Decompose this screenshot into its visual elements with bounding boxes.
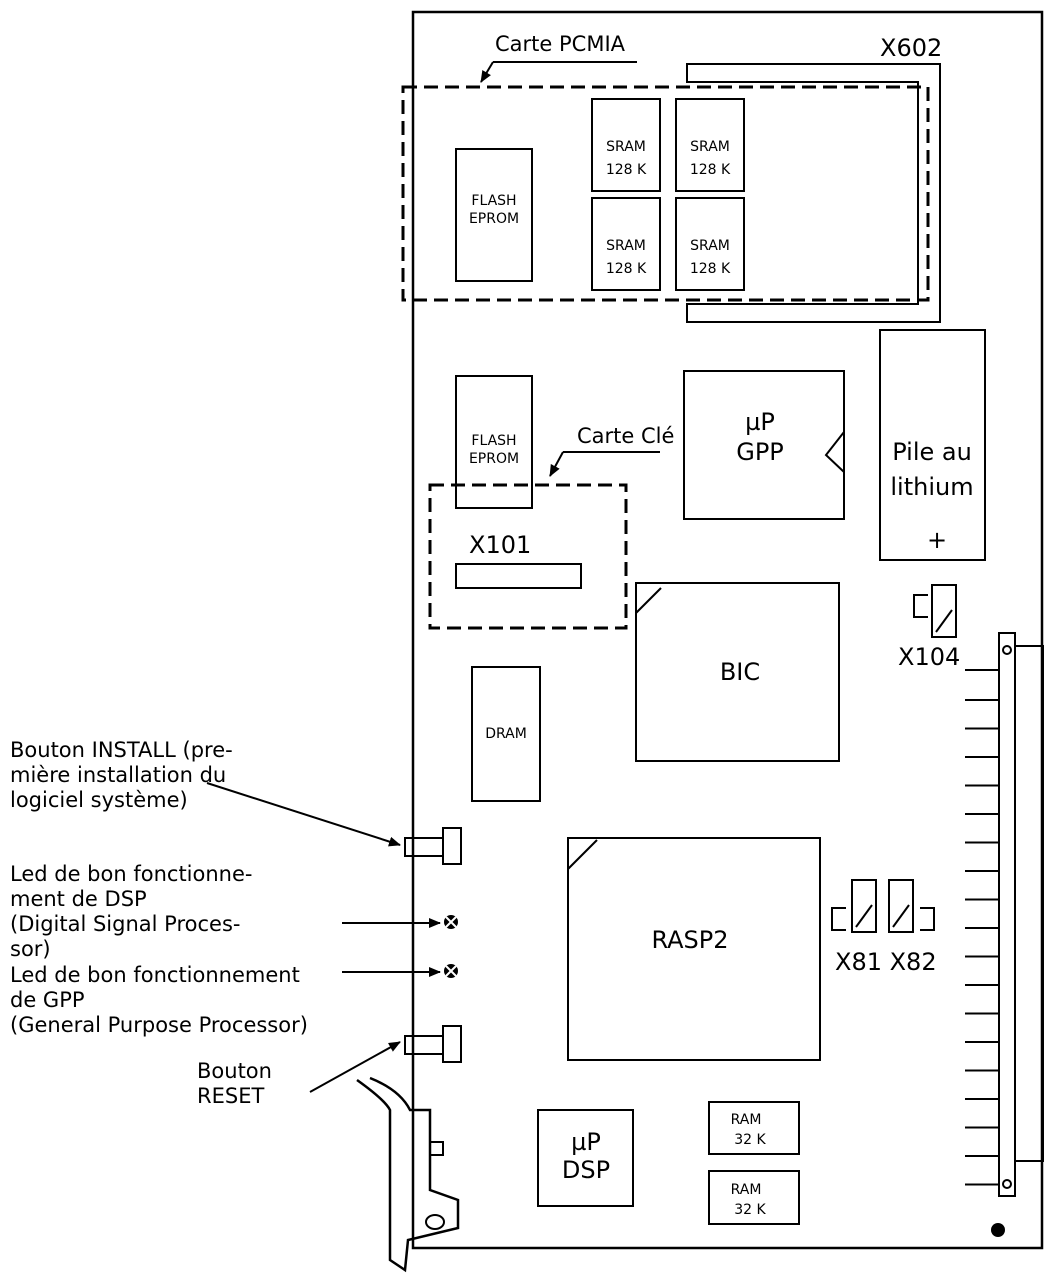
dram-label: DRAM (485, 726, 527, 742)
led-dsp-line4: sor) (10, 937, 51, 961)
led-gpp-line1: Led de bon fonctionnement (10, 963, 300, 987)
carte-cle-leader (549, 451, 564, 477)
ram-chip-2 (708, 1170, 800, 1225)
x101-label: X101 (469, 531, 531, 559)
install-line3: logiciel système) (10, 788, 188, 812)
dram-chip (471, 666, 541, 802)
x602-label: X602 (880, 34, 942, 62)
bic-chip (635, 582, 840, 762)
lithium-battery-line1: Pile au (892, 438, 972, 466)
sram-chip-3 (591, 197, 661, 291)
edge-connector (965, 632, 1044, 1197)
reset-line1: Bouton (197, 1059, 272, 1083)
sram-chip-2-line2: 128 K (690, 162, 731, 178)
sram-chip-1-line2: 128 K (606, 162, 647, 178)
x81-x82-label: X81 X82 (835, 948, 937, 976)
install-button (404, 827, 462, 865)
bic-label: BIC (720, 658, 760, 686)
flash-eprom-board-line2: EPROM (469, 451, 519, 467)
led-gpp (444, 964, 458, 978)
up-gpp-notch (824, 431, 845, 473)
sram-chip-1-line1: SRAM (606, 139, 646, 155)
ram-chip-2-line2: 32 K (734, 1202, 766, 1218)
carte-pcmia-label: Carte PCMIA (495, 32, 626, 56)
sram-chip-1 (591, 98, 661, 192)
x101-connector (455, 563, 582, 589)
reset-button (404, 1025, 462, 1063)
x602-connector (686, 63, 941, 323)
sram-chip-3-line2: 128 K (606, 261, 647, 277)
rasp2-orientation-mark (567, 839, 598, 870)
x81-jumper (831, 879, 877, 933)
reset-line2: RESET (197, 1084, 264, 1108)
flash-eprom-pcmia-line2: EPROM (469, 211, 519, 227)
sram-chip-2-line1: SRAM (690, 139, 730, 155)
flash-eprom-board-line1: FLASH (471, 433, 516, 449)
ram-chip-1-line1: RAM (731, 1112, 762, 1128)
up-gpp-line1: µP (745, 408, 775, 436)
sram-chip-4-line1: SRAM (690, 238, 730, 254)
led-dsp (444, 915, 458, 929)
up-dsp-line1: µP (571, 1128, 601, 1156)
carte-pcmia-leader (480, 61, 494, 83)
up-dsp-chip (537, 1109, 634, 1207)
ram-chip-1 (708, 1101, 800, 1155)
sram-chip-2 (675, 98, 745, 192)
flash-eprom-pcmia (455, 148, 533, 282)
front-panel-handle (356, 1076, 460, 1273)
sram-chip-3-line1: SRAM (606, 238, 646, 254)
bic-orientation-mark (635, 587, 662, 614)
install-line2: mière installation du (10, 763, 226, 787)
reset-leader (309, 1041, 401, 1093)
sram-chip-4 (675, 197, 745, 291)
flash-eprom-pcmia-line1: FLASH (471, 193, 516, 209)
led-gpp-line2: de GPP (10, 988, 85, 1012)
carte-cle-label: Carte Clé (577, 424, 674, 448)
lithium-battery (879, 329, 986, 561)
rasp2-label: RASP2 (651, 926, 728, 954)
lithium-battery-plus: + (927, 526, 947, 554)
x82-jumper (888, 879, 935, 933)
x104-label: X104 (898, 643, 960, 671)
rasp2-chip (567, 837, 821, 1061)
board-outline (411, 10, 1044, 1250)
ram-chip-1-line2: 32 K (734, 1132, 766, 1148)
pcmia-card-outline (401, 85, 930, 302)
mounting-hole (991, 1223, 1005, 1237)
led-dsp-line2: ment de DSP (10, 887, 147, 911)
install-leader (206, 782, 401, 847)
ram-chip-2-line1: RAM (731, 1182, 762, 1198)
up-gpp-chip (683, 370, 845, 520)
lithium-battery-line2: lithium (890, 473, 973, 501)
led-dsp-line1: Led de bon fonctionne- (10, 862, 252, 886)
up-dsp-line2: DSP (562, 1156, 610, 1184)
flash-eprom-board (455, 375, 533, 509)
sram-chip-4-line2: 128 K (690, 261, 731, 277)
carte-cle-outline (428, 483, 628, 630)
up-gpp-line2: GPP (736, 438, 784, 466)
install-line1: Bouton INSTALL (pre- (10, 738, 233, 762)
x104-jumper (913, 584, 957, 638)
led-dsp-line3: (Digital Signal Proces- (10, 912, 240, 936)
led-gpp-line3: (General Purpose Processor) (10, 1013, 308, 1037)
